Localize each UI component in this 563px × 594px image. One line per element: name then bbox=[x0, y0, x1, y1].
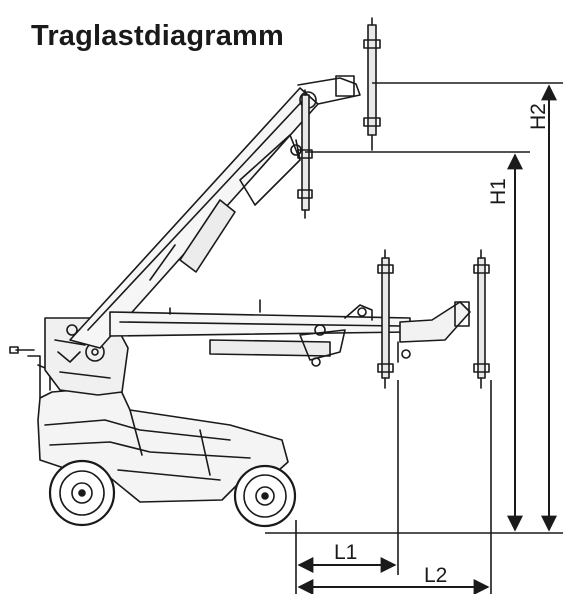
l1-label: L1 bbox=[334, 541, 357, 564]
rear-wheel bbox=[233, 464, 297, 528]
front-wheel bbox=[48, 459, 116, 527]
raised-boom bbox=[69, 75, 361, 349]
suction-frame-near bbox=[377, 249, 394, 389]
h1-label: H1 bbox=[487, 178, 510, 205]
diagram-title: Traglastdiagramm bbox=[31, 20, 285, 52]
horizontal-extension bbox=[397, 301, 471, 363]
dimension-lines bbox=[265, 82, 563, 594]
raised-suction-frame-upper bbox=[363, 17, 381, 151]
vacuum-lifter-machine bbox=[9, 17, 490, 528]
suction-frame-far bbox=[473, 249, 490, 389]
l2-label: L2 bbox=[424, 564, 447, 587]
horizontal-boom bbox=[109, 299, 411, 367]
h2-label: H2 bbox=[527, 103, 550, 130]
